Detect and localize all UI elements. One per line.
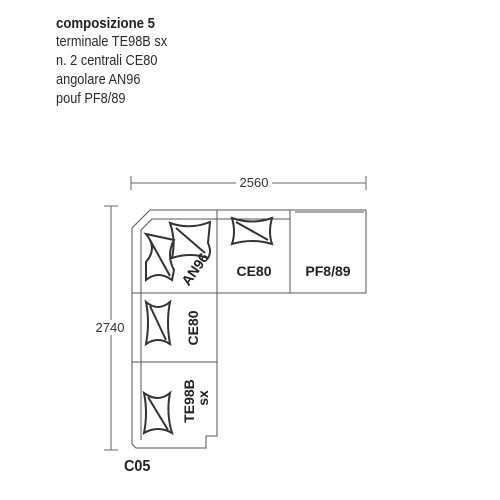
composition-code: C05 bbox=[124, 458, 151, 475]
module-corner-an96: AN96 bbox=[143, 220, 212, 288]
module-label-sx: sx bbox=[195, 390, 211, 406]
caption-line-terminal: terminale TE98B sx bbox=[56, 34, 168, 50]
cushion-icon bbox=[143, 220, 212, 283]
composition-title: composizione 5 bbox=[56, 15, 156, 32]
caption-line-central: n. 2 centrali CE80 bbox=[56, 53, 158, 69]
caption-line-corner: angolare AN96 bbox=[56, 72, 141, 88]
module-central-left-ce80: CE80 bbox=[144, 299, 201, 347]
sofa-outline bbox=[131, 209, 367, 449]
module-label-pouf: PF8/89 bbox=[305, 263, 350, 279]
cushion-icon bbox=[230, 216, 274, 246]
width-dimension-label: 2560 bbox=[240, 175, 269, 190]
cushion-icon bbox=[144, 299, 172, 347]
caption-line-pouf: pouf PF8/89 bbox=[56, 91, 126, 107]
composition-caption: composizione 5 terminale TE98B sx n. 2 c… bbox=[56, 14, 167, 109]
module-central-top-ce80: CE80 bbox=[230, 216, 274, 279]
module-terminal-te98b: TE98B sx bbox=[142, 379, 211, 436]
module-label-ce80-top: CE80 bbox=[236, 263, 271, 279]
cushion-icon bbox=[142, 390, 174, 436]
depth-dimension-label: 2740 bbox=[96, 320, 125, 335]
module-label-te98b: TE98B bbox=[181, 379, 197, 423]
module-label-ce80-left: CE80 bbox=[185, 310, 201, 345]
